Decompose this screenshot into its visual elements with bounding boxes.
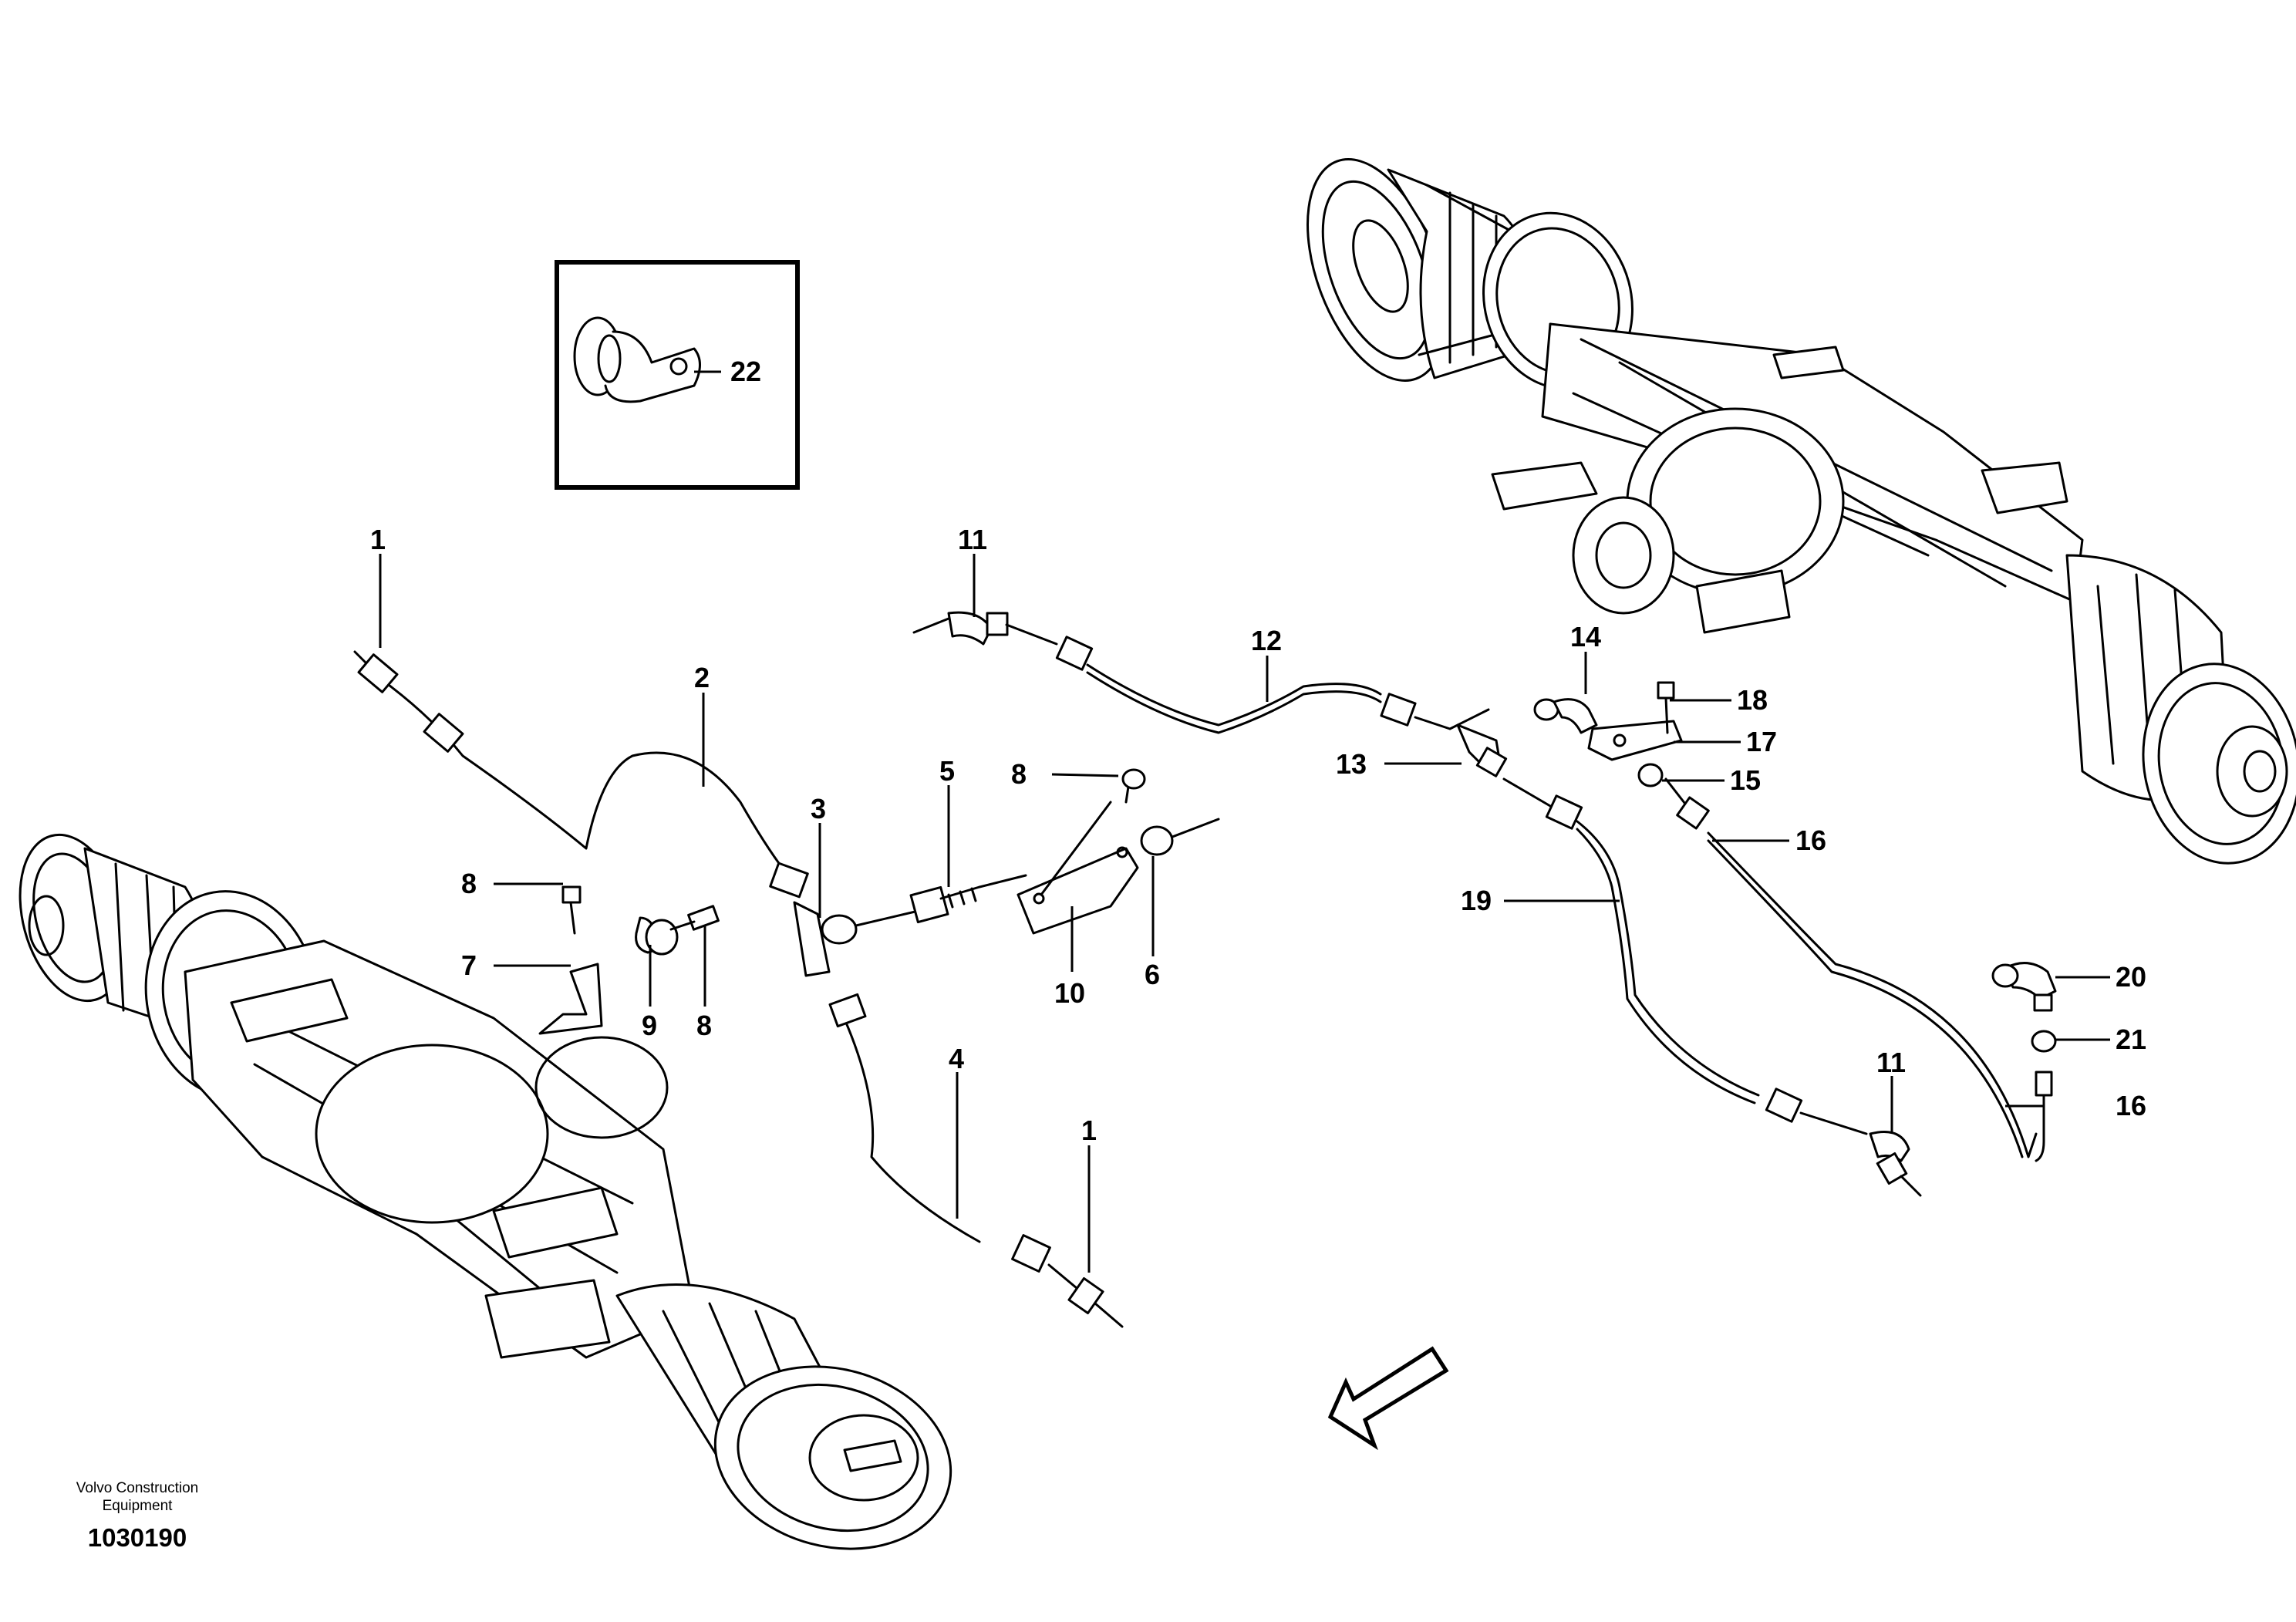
callout-2: 2 bbox=[694, 662, 710, 693]
drawing-number: 1030190 bbox=[88, 1523, 187, 1552]
callout-18: 18 bbox=[1737, 684, 1768, 716]
callout-8-upper: 8 bbox=[1011, 758, 1027, 790]
callout-16-upper: 16 bbox=[1795, 824, 1826, 856]
callout-3: 3 bbox=[811, 793, 826, 824]
callout-22: 22 bbox=[730, 356, 761, 387]
clamp-detail-inset bbox=[555, 260, 800, 490]
front-axle-illustration bbox=[19, 833, 952, 1550]
rear-axle-illustration bbox=[1306, 158, 2296, 865]
callout-8-left: 8 bbox=[461, 868, 477, 899]
callout-10: 10 bbox=[1054, 977, 1085, 1009]
footer: Volvo Construction Equipment 1030190 bbox=[76, 1480, 198, 1552]
callout-12: 12 bbox=[1251, 625, 1282, 656]
callout-6: 6 bbox=[1145, 959, 1160, 990]
callout-5: 5 bbox=[939, 755, 955, 787]
callout-4: 4 bbox=[949, 1043, 964, 1074]
callout-19: 19 bbox=[1461, 885, 1492, 916]
callout-8-right: 8 bbox=[696, 1010, 712, 1041]
callout-9: 9 bbox=[642, 1010, 657, 1041]
callout-16-lower: 16 bbox=[2116, 1090, 2146, 1121]
callout-7: 7 bbox=[461, 949, 477, 981]
brake-lines bbox=[353, 611, 2057, 1328]
callout-21: 21 bbox=[2116, 1023, 2146, 1055]
callout-17: 17 bbox=[1746, 726, 1777, 757]
callout-11-lower: 11 bbox=[1876, 1047, 1906, 1078]
callout-1-upper-left: 1 bbox=[370, 524, 386, 555]
callout-13: 13 bbox=[1336, 748, 1367, 780]
callout-1-lower: 1 bbox=[1081, 1114, 1097, 1146]
company-name-line1: Volvo Construction bbox=[76, 1480, 198, 1496]
callout-labels: 1 2 3 4 1 5 6 7 8 8 8 9 10 11 11 12 13 1… bbox=[370, 356, 2146, 1146]
callout-14: 14 bbox=[1570, 621, 1601, 653]
callout-11-upper: 11 bbox=[958, 524, 987, 555]
callout-15: 15 bbox=[1730, 764, 1761, 796]
callout-20: 20 bbox=[2116, 961, 2146, 993]
direction-arrow-icon bbox=[1327, 1346, 1449, 1451]
company-name-line2: Equipment bbox=[103, 1498, 174, 1514]
callout-leaders bbox=[379, 370, 2110, 1273]
